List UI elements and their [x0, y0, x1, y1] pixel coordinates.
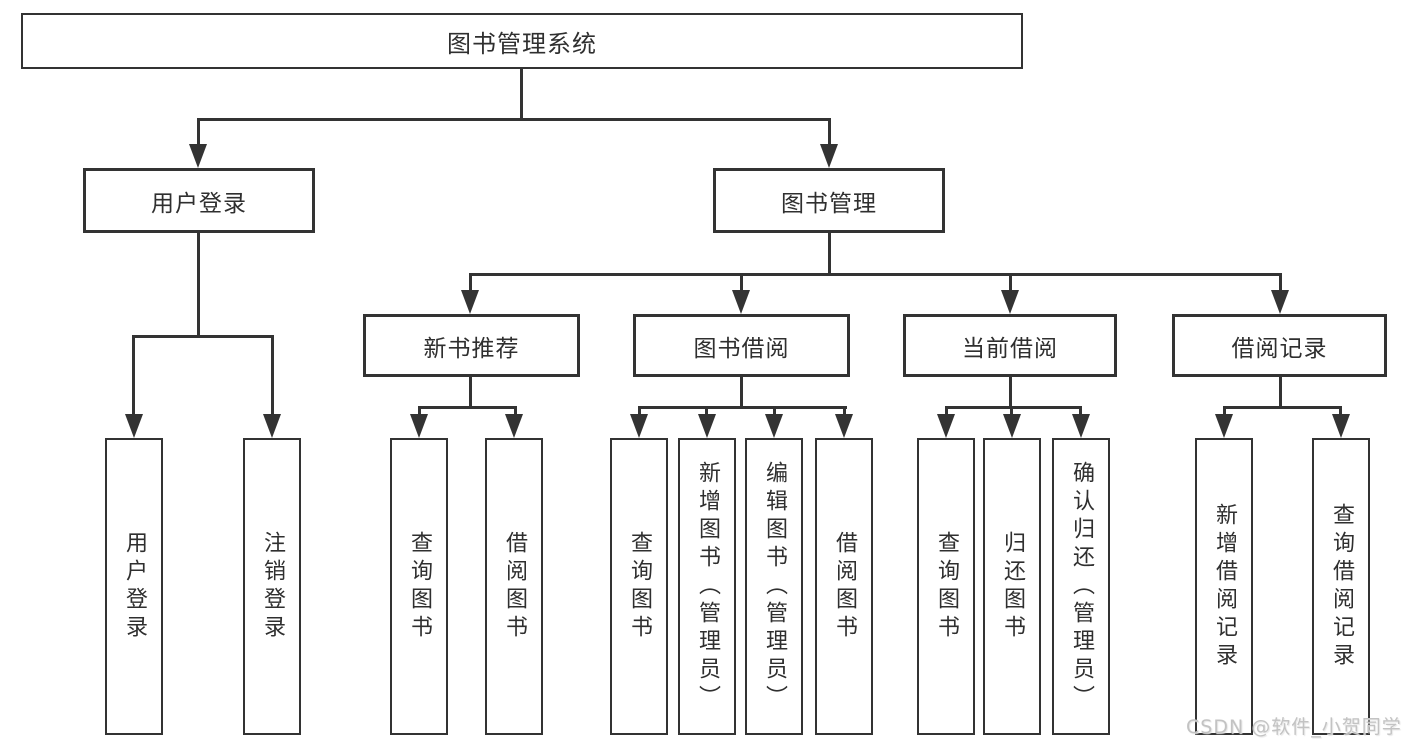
connector-mgmt-stem	[828, 233, 831, 275]
arrow-down-icon	[630, 414, 648, 438]
node-current-borrow: 当前借阅	[903, 314, 1117, 377]
arrow-down-icon	[1215, 414, 1233, 438]
connector-to-l3	[1279, 273, 1282, 293]
csdn-watermark: CSDN @软件_小贺同学	[1186, 716, 1402, 738]
connector-to-l3	[469, 273, 472, 293]
leaf-user-login: 用户登录	[105, 438, 163, 735]
node-root-system: 图书管理系统	[21, 13, 1023, 69]
arrow-down-icon	[732, 290, 750, 314]
connector-root-stem	[520, 69, 523, 120]
connector-root-rail	[197, 118, 831, 121]
arrow-down-icon	[410, 414, 428, 438]
connector-to-leaf	[1079, 406, 1082, 418]
connector-to-leaf	[418, 406, 421, 418]
connector-rail	[638, 406, 847, 409]
connector-to-leaf	[514, 406, 517, 418]
connector-rail	[418, 406, 517, 409]
connector-to-user-login	[197, 118, 200, 148]
leaf-query-books-3: 查询图书	[917, 438, 975, 735]
connector-login-rail	[132, 335, 274, 338]
connector-to-leaf	[773, 406, 776, 418]
arrow-down-icon	[505, 414, 523, 438]
connector-to-leaf	[705, 406, 708, 418]
connector-to-l3	[740, 273, 743, 293]
leaf-edit-books-admin: 编辑图书（管理员）	[745, 438, 803, 735]
node-book-borrow: 图书借阅	[633, 314, 850, 377]
leaf-query-books-2: 查询图书	[610, 438, 668, 735]
node-new-book-recommend: 新书推荐	[363, 314, 580, 377]
connector-to-leaf	[843, 406, 846, 418]
connector-to-leaf	[1010, 406, 1013, 418]
leaf-borrow-books-2: 借阅图书	[815, 438, 873, 735]
connector-stem	[740, 377, 743, 408]
connector-to-leaf	[945, 406, 948, 418]
arrow-down-icon	[1001, 290, 1019, 314]
arrow-down-icon	[189, 144, 207, 168]
leaf-add-books-admin: 新增图书（管理员）	[678, 438, 736, 735]
arrow-down-icon	[1072, 414, 1090, 438]
connector-rail	[1223, 406, 1342, 409]
connector-login-stem	[197, 233, 200, 338]
leaf-query-borrow-record: 查询借阅记录	[1312, 438, 1370, 735]
connector-to-leaf	[1223, 406, 1226, 418]
arrow-down-icon	[263, 414, 281, 438]
leaf-return-books: 归还图书	[983, 438, 1041, 735]
connector-to-leaf	[1339, 406, 1342, 418]
arrow-down-icon	[765, 414, 783, 438]
leaf-borrow-books-1: 借阅图书	[485, 438, 543, 735]
arrow-down-icon	[820, 144, 838, 168]
arrow-down-icon	[1003, 414, 1021, 438]
connector-to-leaf	[638, 406, 641, 418]
connector-to-leaf	[271, 335, 274, 417]
node-book-management: 图书管理	[713, 168, 945, 233]
connector-stem	[1279, 377, 1282, 408]
arrow-down-icon	[125, 414, 143, 438]
leaf-logout: 注销登录	[243, 438, 301, 735]
arrow-down-icon	[461, 290, 479, 314]
arrow-down-icon	[1271, 290, 1289, 314]
node-borrow-records: 借阅记录	[1172, 314, 1387, 377]
leaf-add-borrow-record: 新增借阅记录	[1195, 438, 1253, 735]
connector-mgmt-rail	[469, 273, 1282, 276]
connector-stem	[1009, 377, 1012, 408]
node-user-login: 用户登录	[83, 168, 315, 233]
arrow-down-icon	[835, 414, 853, 438]
arrow-down-icon	[1332, 414, 1350, 438]
leaf-query-books-1: 查询图书	[390, 438, 448, 735]
connector-to-l3	[1009, 273, 1012, 293]
arrow-down-icon	[698, 414, 716, 438]
leaf-confirm-return-admin: 确认归还（管理员）	[1052, 438, 1110, 735]
connector-to-book-mgmt	[828, 118, 831, 148]
arrow-down-icon	[937, 414, 955, 438]
connector-rail	[945, 406, 1082, 409]
connector-stem	[469, 377, 472, 408]
connector-to-leaf	[132, 335, 135, 417]
